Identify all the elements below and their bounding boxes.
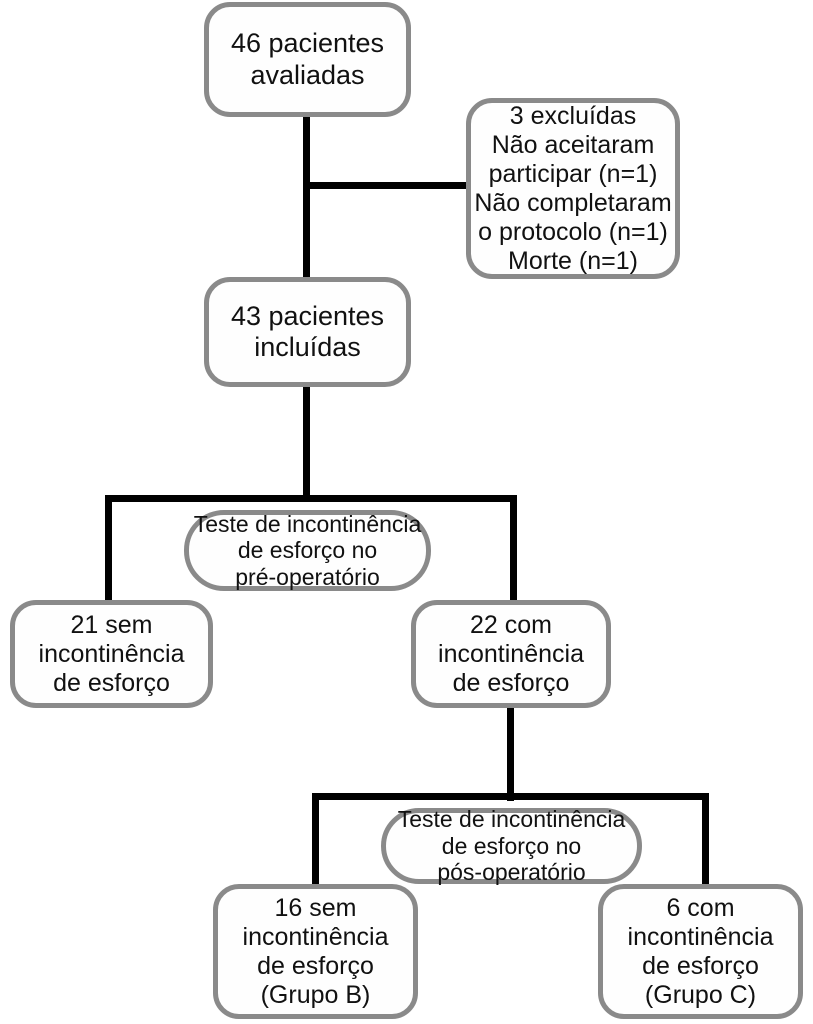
text-line: 22 com bbox=[470, 610, 552, 639]
connector-preop-drop-right bbox=[510, 495, 517, 607]
text-line: (Grupo B) bbox=[260, 980, 371, 1009]
connector-postop-drop-left bbox=[312, 793, 319, 891]
text-line: de esforço bbox=[452, 668, 570, 697]
text-line: (Grupo C) bbox=[644, 980, 757, 1009]
text-line: incontinência bbox=[38, 639, 185, 668]
text-line: Não completaram bbox=[474, 188, 672, 217]
connector-incontinence-pre-trunk bbox=[507, 703, 514, 801]
text-line: 3 excluídas bbox=[509, 101, 637, 130]
text-line: Morte (n=1) bbox=[508, 246, 638, 275]
text-line: Teste de incontinência bbox=[397, 806, 626, 832]
text-line: incontinência bbox=[242, 922, 389, 951]
text-line: o protocolo (n=1) bbox=[478, 217, 668, 246]
text-line: de esforço no bbox=[441, 832, 582, 859]
text-line: 21 sem bbox=[70, 610, 153, 639]
text-line: pré-operatório bbox=[235, 563, 380, 590]
connector-assessed-to-excluded bbox=[303, 182, 473, 189]
text-line: de esforço bbox=[257, 951, 374, 980]
text-line: de esforço no bbox=[237, 537, 378, 564]
text-line: 16 sem bbox=[274, 893, 357, 922]
text-line: de esforço bbox=[53, 668, 170, 697]
connector-postop-split-bar bbox=[312, 793, 709, 800]
text-line: incontinência bbox=[627, 922, 774, 951]
connector-preop-drop-left bbox=[105, 495, 112, 607]
connector-preop-split-bar bbox=[105, 495, 517, 502]
text-line: 6 com bbox=[666, 893, 735, 922]
connector-assessed-to-included bbox=[303, 112, 310, 284]
text-line: avaliadas bbox=[250, 59, 365, 90]
connector-included-trunk bbox=[303, 382, 310, 502]
text-line: pós-operatório bbox=[437, 859, 586, 886]
text-line: de esforço bbox=[642, 951, 759, 980]
text-line: 46 pacientes bbox=[230, 28, 385, 59]
text-line: Teste de incontinência bbox=[193, 510, 422, 537]
text-line: 43 pacientes bbox=[230, 300, 385, 331]
text-line: incluídas bbox=[254, 332, 361, 362]
connector-postop-drop-right bbox=[702, 793, 709, 891]
text-line: participar (n=1) bbox=[488, 159, 658, 188]
text-line: Não aceitaram bbox=[491, 130, 655, 159]
text-line: incontinência bbox=[438, 639, 584, 668]
